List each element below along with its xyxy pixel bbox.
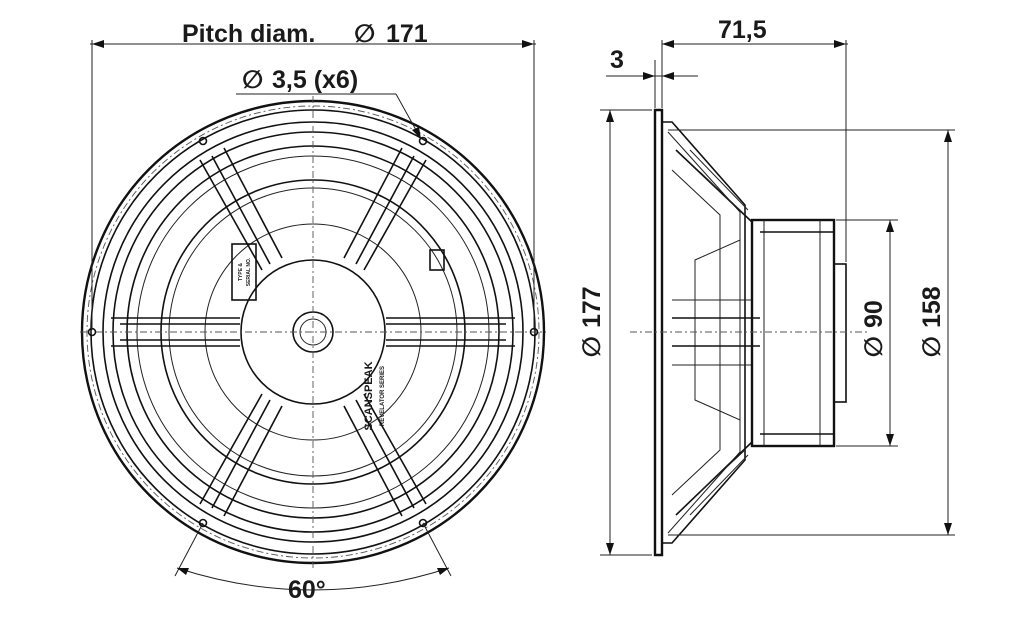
hole-dimension: ∅ 3,5 (x6) — [236, 66, 422, 140]
total-depth-dimension: 71,5 — [662, 16, 848, 262]
mounting-hole — [418, 136, 428, 146]
type-sticker: TYPE & SERIAL NO. — [231, 243, 257, 301]
angle-dimension: 60° — [174, 522, 452, 604]
hole-label: 3,5 (x6) — [272, 66, 358, 94]
magnet-diameter-dimension: ∅ 90 — [836, 219, 898, 447]
basket-spokes — [111, 147, 515, 517]
diameter-symbol: ∅ — [354, 20, 375, 48]
diameter-symbol: ∅ — [578, 336, 606, 357]
flange — [653, 108, 664, 557]
sticker-line-1: TYPE & — [238, 263, 244, 281]
pitch-diameter-value: 171 — [386, 20, 428, 48]
cutout-diameter-dimension: ∅ 158 — [668, 129, 955, 536]
rear-plate — [833, 263, 847, 403]
front-view: TYPE & SERIAL NO. SCANSPEAK REVELATOR SE… — [80, 96, 546, 568]
sticker-line-2: SERIAL NO. — [246, 257, 252, 286]
flange-thickness-value: 3 — [610, 46, 624, 74]
brand-name: SCANSPEAK — [363, 361, 375, 430]
terminal-tab — [429, 249, 445, 271]
basket-outline — [662, 121, 746, 544]
diameter-symbol: ∅ — [918, 336, 946, 357]
mounting-hole — [418, 518, 428, 528]
magnet-diameter-value: 90 — [860, 300, 888, 328]
mounting-hole — [198, 136, 208, 146]
total-depth-value: 71,5 — [718, 16, 767, 44]
diameter-symbol: ∅ — [242, 66, 263, 94]
angle-label: 60° — [288, 576, 326, 604]
flange-thickness-dimension: 3 — [606, 40, 698, 108]
pitch-diameter-dimension: Pitch diam. ∅ 171 — [90, 20, 536, 330]
brand-series: REVELATOR SERIES — [380, 366, 386, 426]
cutout-diameter-value: 158 — [918, 286, 946, 328]
mounting-hole — [198, 518, 208, 528]
outer-diameter-dimension: ∅ 177 — [578, 109, 652, 556]
diameter-symbol: ∅ — [860, 336, 888, 357]
side-view — [630, 108, 870, 557]
outer-diameter-value: 177 — [578, 286, 606, 328]
brand-label: SCANSPEAK REVELATOR SERIES — [363, 361, 386, 430]
pitch-diameter-label: Pitch diam. — [182, 20, 315, 48]
